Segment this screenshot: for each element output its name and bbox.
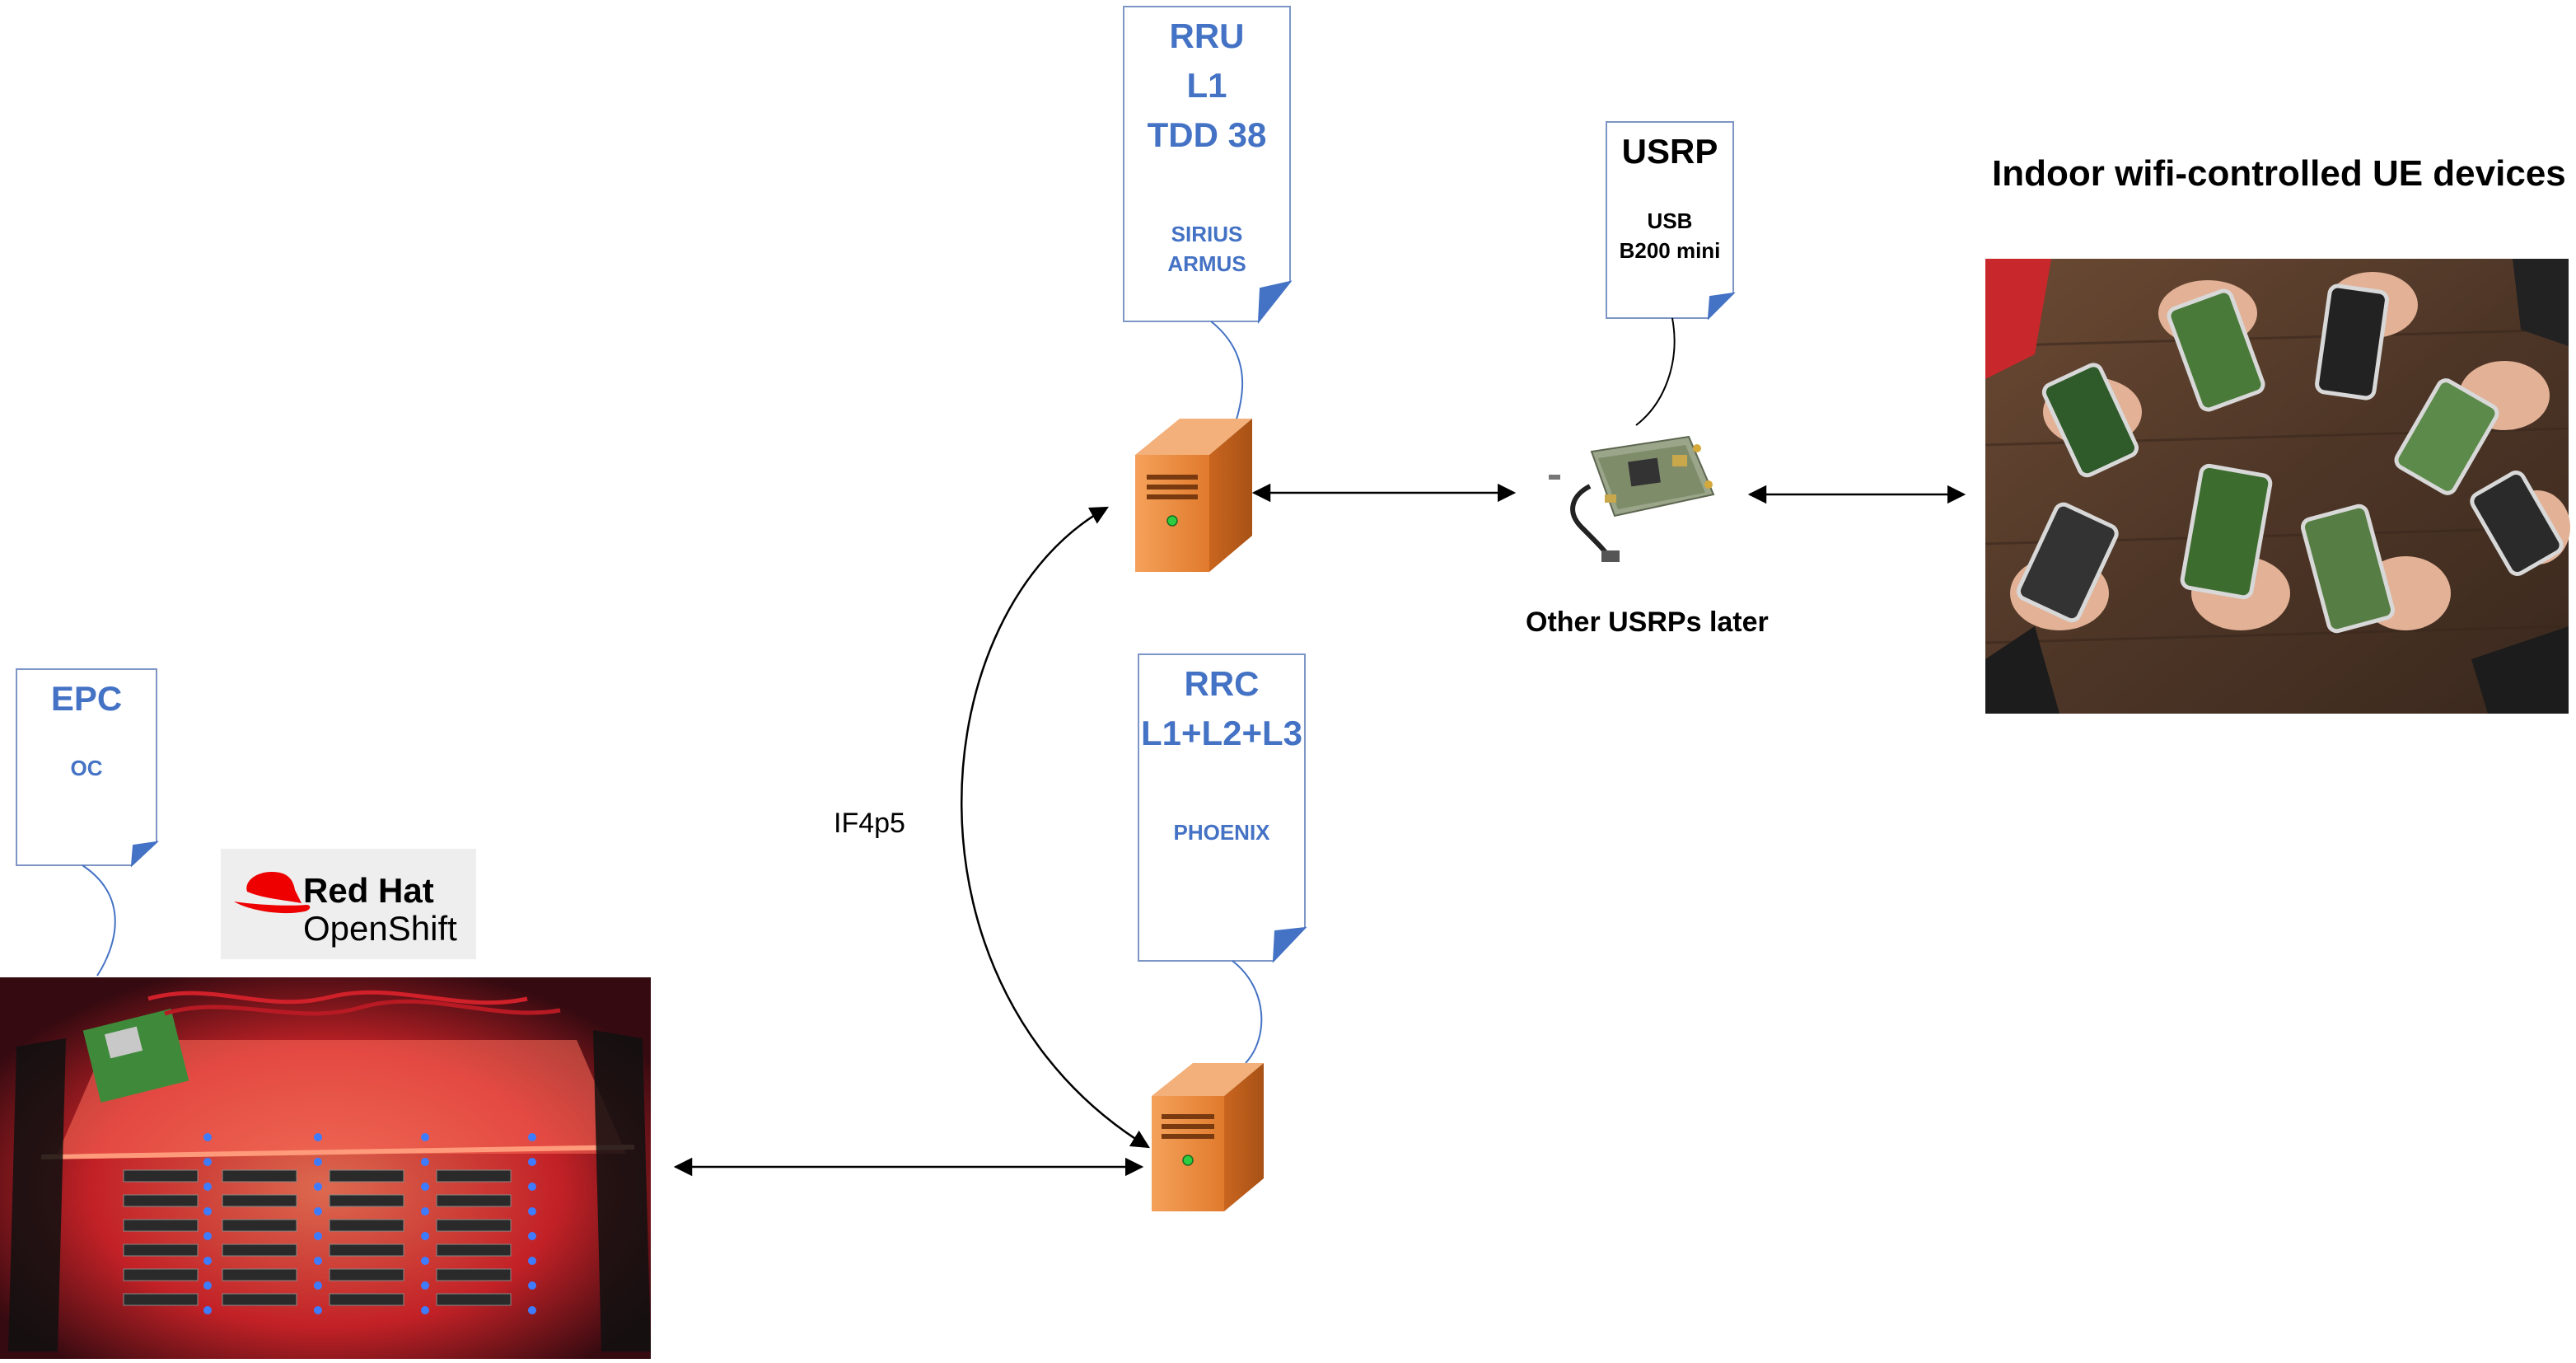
usrp-board-image — [1549, 435, 1715, 562]
ue-devices-title: Indoor wifi-controlled UE devices — [1992, 153, 2566, 194]
fronthaul-label: IF4p5 — [834, 808, 905, 839]
rrc-note-connector — [1232, 960, 1263, 1064]
usrp-caption: Other USRPs later — [1526, 607, 1769, 638]
redhat-logo-line2: OpenShift — [303, 909, 457, 948]
rru-note-sub: SIRIUS ARMUS — [1124, 219, 1290, 279]
cluster-photo — [0, 977, 651, 1361]
rru-sub-2: ARMUS — [1167, 251, 1246, 276]
rru-note-title: RRU L1 TDD 38 — [1124, 12, 1290, 160]
usrp-note-connector — [1635, 317, 1676, 426]
epc-note-connector — [82, 864, 116, 977]
ue-devices-photo — [1985, 259, 2570, 714]
rru-sub-1: SIRIUS — [1171, 222, 1243, 246]
rru-rrc-fronthaul-link — [961, 506, 1150, 1149]
rru-note-shape — [1123, 6, 1293, 325]
epc-note-shape — [16, 668, 160, 868]
usrp-note-sub: USB B200 mini — [1606, 206, 1733, 265]
usrp-note-title: USRP — [1621, 132, 1718, 171]
rru-note-connector — [1210, 321, 1244, 423]
rru-line-1: RRU — [1169, 16, 1245, 55]
rrc-line-2: L1+L2+L3 — [1140, 714, 1303, 752]
redhat-logo-line1: Red Hat — [303, 871, 434, 910]
rrc-line-1: RRC — [1184, 664, 1260, 703]
rrc-server-icon — [1152, 1063, 1264, 1211]
rrc-note-sub: PHOENIX — [1173, 820, 1270, 845]
rru-server-icon — [1135, 419, 1252, 572]
usrp-sub-1: USB — [1647, 208, 1693, 233]
usrp-note-shape — [1606, 121, 1736, 321]
rru-line-2: L1 — [1186, 66, 1227, 105]
epc-note-sub: OC — [70, 756, 103, 780]
rrc-note-title: RRC L1+L2+L3 — [1138, 659, 1305, 758]
redhat-openshift-logo — [221, 849, 476, 959]
rru-line-3: TDD 38 — [1147, 115, 1267, 154]
epc-note-title: EPC — [50, 679, 123, 718]
usrp-sub-2: B200 mini — [1619, 238, 1721, 263]
